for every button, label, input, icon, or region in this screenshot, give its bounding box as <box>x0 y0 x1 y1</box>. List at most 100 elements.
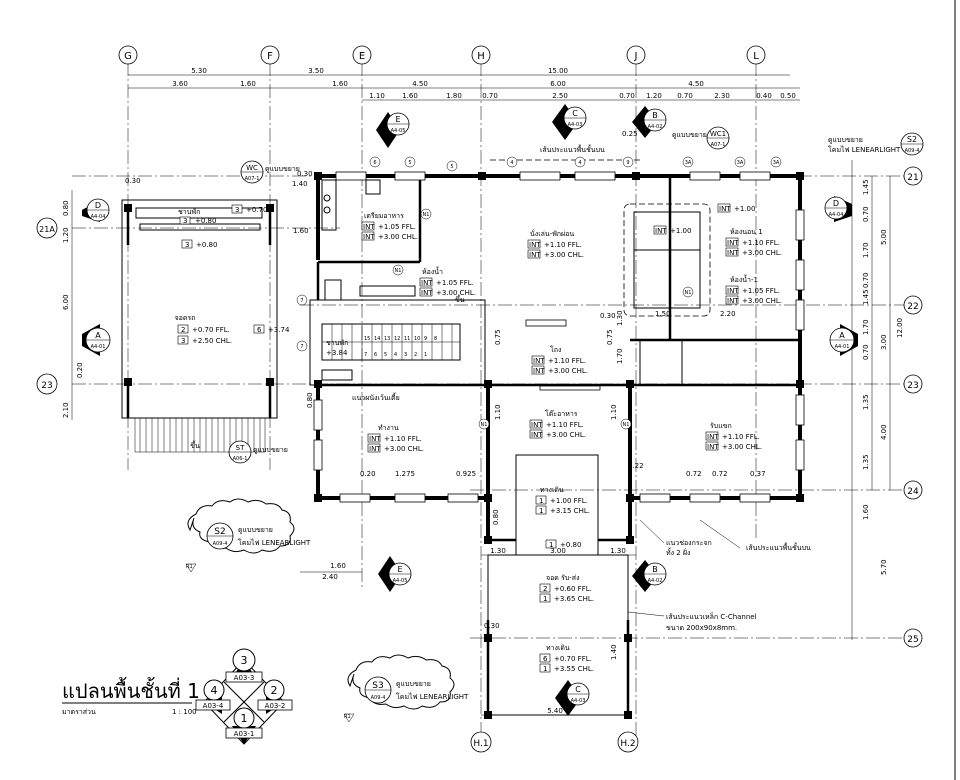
callout-id: WC <box>246 164 258 172</box>
wall-tag: 6 <box>373 160 376 166</box>
grid-bubbles-left: 21A 23 <box>36 217 58 395</box>
dim-label: 1.70 <box>862 242 870 258</box>
room-chl: +3.00 CHL. <box>722 443 762 451</box>
room-ffl: +1.10 FFL. <box>742 239 780 247</box>
stair-number: 4 <box>394 352 397 358</box>
section-marker-d-left: D A4-04 <box>82 198 110 222</box>
room-level: +0.80 <box>195 217 216 225</box>
dim-label: 1.10 <box>369 92 385 100</box>
dim-label: 5.30 <box>191 67 207 75</box>
section-ref: A4-05 <box>393 578 408 584</box>
grid-label-right: 21 <box>907 173 918 183</box>
dim-label: 0.925 <box>456 470 476 478</box>
note-upper-floor-edge: เส้นประแนวพื้นชั้นบน <box>746 541 811 552</box>
dim-label: 1.60 <box>240 80 256 88</box>
dim-label: 4.50 <box>688 80 704 88</box>
section-id: E <box>397 565 402 574</box>
room-chl: +2.50 CHL. <box>192 337 232 345</box>
dim-label: 1.10 <box>494 404 502 420</box>
section-marker-c-bottom: C A4-03 <box>555 680 590 716</box>
section-ref: A4-02 <box>648 124 663 130</box>
section-id: A <box>95 331 101 340</box>
dim-label: 1.60 <box>332 80 348 88</box>
cloud-callout-s2: S2 A09-4 ดูแบบขยาย โคมไฟ LENEARLIGHT R1 <box>185 498 311 573</box>
dim-label: 1.60 <box>293 227 309 235</box>
note-glass: แนวช่องกระจก <box>666 539 712 547</box>
dim-label: 1.20 <box>646 92 662 100</box>
dim-label: 5.70 <box>880 559 888 575</box>
dim-label: 1.35 <box>862 394 870 410</box>
section-marker-b-bottom: B A4-02 <box>632 560 667 592</box>
room-chl: +3.55 CHL. <box>554 665 594 673</box>
grid-bubbles-right: 21 22 23 24 25 <box>903 166 923 648</box>
stair-number: 3 <box>404 352 407 358</box>
stair-number: 11 <box>404 336 410 342</box>
callout-ref: A09-4 <box>905 148 920 154</box>
dim-label: 3.60 <box>172 80 188 88</box>
room-name: ชานพัก <box>178 208 200 216</box>
section-ref: A4-04 <box>829 212 844 218</box>
wall-tag: 7 <box>300 298 303 304</box>
room-name: ทำงาน <box>378 424 399 432</box>
section-ref: A4-04 <box>91 214 106 220</box>
dimensions-misc: 0.30 1.40 1.60 0.30 0.20 0.925 0.22 0.72… <box>125 130 766 660</box>
note-upper-floor-edge: เส้นประแนวพื้นชั้นบน <box>540 143 605 154</box>
detail-callouts: WC A07-1 ดูแบบขยาย WC1 A07-1 ดูแบบขยาย S… <box>228 126 924 464</box>
grid-label-left: 21A <box>39 225 55 234</box>
dim-label: 0.72 <box>712 470 728 478</box>
section-marker-e-bottom: E A4-05 <box>378 556 412 592</box>
dim-label: 0.70 <box>862 206 870 222</box>
room-name: รับแขก <box>710 422 732 430</box>
dim-label: 6.00 <box>550 80 566 88</box>
note-partition: แนวผนังเว้นเตี้ย <box>352 391 400 402</box>
room-code: INT <box>531 431 543 439</box>
dim-label: 0.40 <box>756 92 772 100</box>
room-name: ทางเดิน <box>546 644 570 652</box>
grid-label-bottom: H.2 <box>620 739 635 749</box>
room-code: INT <box>531 421 543 429</box>
dim-label: 0.70 <box>862 344 870 360</box>
room-level: +1.00 <box>734 205 755 213</box>
note-channel: เส้นประแนวเหล็ก C-Channel <box>666 612 757 621</box>
room-name: นั่งเล่น-พักผ่อน <box>530 229 574 238</box>
section-markers: A A4-01 A A4-01 D A4-04 D A4-04 <box>82 104 858 716</box>
room-code: 2 <box>181 326 185 334</box>
dimensions-right: 1.45 0.70 1.70 0.70 1.45 1.70 0.70 1.35 … <box>851 160 904 640</box>
dim-label: 12.00 <box>896 318 904 338</box>
dimensions-left: 0.80 1.20 6.00 0.20 2.10 <box>62 190 84 420</box>
cloud-callout-s3: S3 A09-4 ดูแบบขยาย โคมไฟ LENEARLIGHT R1 <box>343 654 469 723</box>
room-chl: +3.00 CHL. <box>384 445 424 453</box>
dim-label: 0.70 <box>619 92 635 100</box>
room-code: INT <box>727 297 739 305</box>
section-ref: A4-05 <box>391 128 406 134</box>
dim-label: 15.00 <box>548 67 568 75</box>
wall-tag: 7 <box>300 344 303 350</box>
section-id: B <box>652 565 658 574</box>
revision-tag: R1 <box>344 714 351 720</box>
room-code: INT <box>533 367 545 375</box>
room-ffl: +1.10 FFL. <box>544 241 582 249</box>
dim-label: 1.50 <box>655 310 671 318</box>
callout-ref: A09-4 <box>371 695 386 701</box>
dim-label: 0.37 <box>750 470 766 478</box>
dim-label: 0.80 <box>492 509 500 525</box>
room-ffl: +0.70 FFL. <box>554 655 592 663</box>
room-ffl: +1.10 FFL. <box>546 421 584 429</box>
room-code: INT <box>707 443 719 451</box>
dim-label: 0.75 <box>606 329 614 345</box>
elevation-num: 4 <box>211 684 218 697</box>
section-ref: A4-03 <box>568 122 583 128</box>
section-id: D <box>95 201 101 210</box>
dim-label: 5.40 <box>547 707 563 715</box>
elevation-num: 1 <box>241 712 248 725</box>
room-ffl: +0.60 FFL. <box>554 585 592 593</box>
dim-label: 0.25 <box>622 130 638 138</box>
room-level: +3.74 <box>268 326 290 334</box>
room-chl: +3.00 CHL. <box>742 249 782 257</box>
dim-label: 4.50 <box>412 80 428 88</box>
dim-label: 0.22 <box>628 462 644 470</box>
wall-tag: N1 <box>481 422 488 428</box>
room-code: 1 <box>539 507 543 515</box>
dim-label: 1.40 <box>610 644 618 660</box>
section-marker-d-right: D A4-04 <box>824 196 852 222</box>
